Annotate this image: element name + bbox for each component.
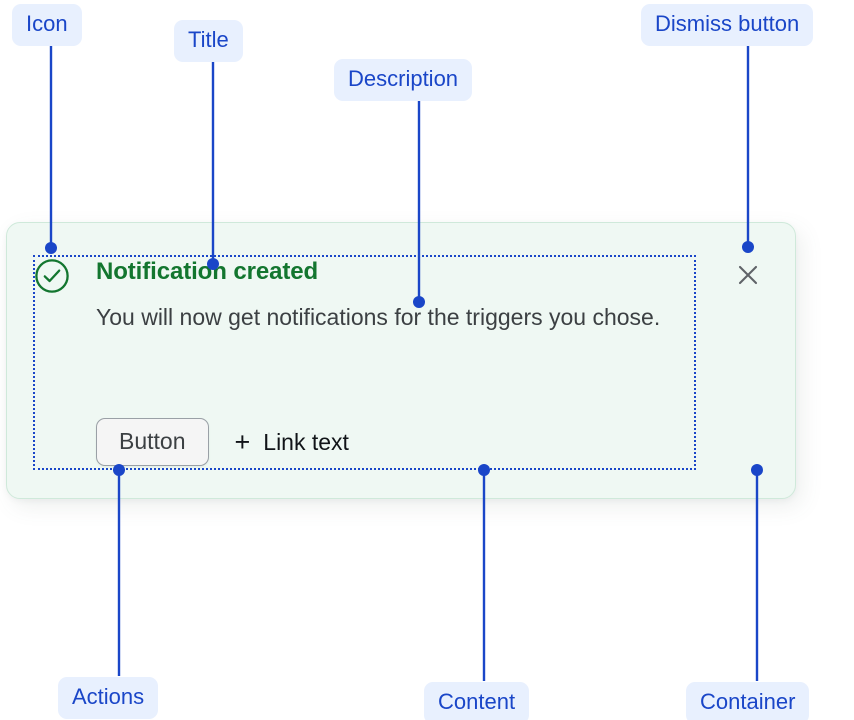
annotation-label-actions: Actions bbox=[58, 677, 159, 719]
action-link-label: Link text bbox=[263, 428, 349, 455]
check-circle-icon bbox=[34, 258, 70, 294]
plus-icon: + bbox=[234, 426, 251, 457]
notification-actions: Button + Link text bbox=[96, 418, 349, 467]
dismiss-button[interactable] bbox=[731, 258, 765, 292]
annotation-label-icon: Icon bbox=[12, 4, 82, 46]
notification-title: Notification created bbox=[96, 258, 319, 285]
annotation-label-content: Content bbox=[424, 682, 530, 720]
action-button[interactable]: Button bbox=[96, 418, 209, 467]
notification-body: Notification created You will now get no… bbox=[96, 258, 696, 338]
annotation-label-dismiss-button: Dismiss button bbox=[641, 4, 814, 46]
annotation-label-title: Title bbox=[174, 20, 243, 62]
action-link[interactable]: + Link text bbox=[234, 426, 349, 457]
annotation-label-container: Container bbox=[686, 682, 810, 720]
close-icon bbox=[738, 265, 758, 285]
annotation-label-description: Description bbox=[334, 59, 473, 101]
notification-description: You will now get notifications for the t… bbox=[96, 304, 661, 331]
